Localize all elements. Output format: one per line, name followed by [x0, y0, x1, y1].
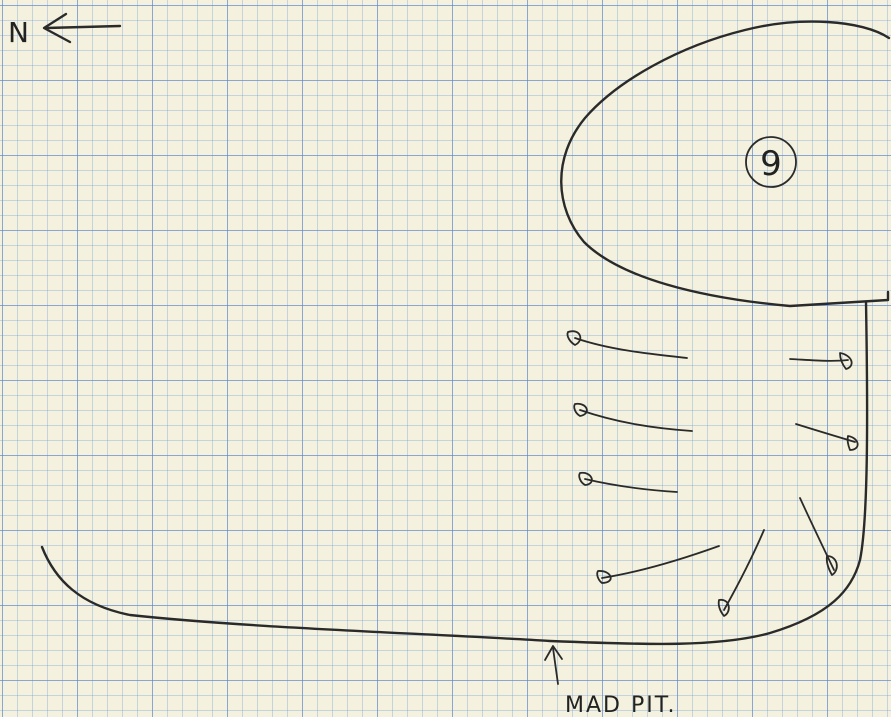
- hachure-mark: [602, 546, 719, 578]
- hachure-mark: [724, 530, 764, 610]
- hachure-mark: [790, 359, 848, 361]
- pit-label-arrow: [545, 646, 562, 684]
- feature-number-label: 9: [760, 144, 782, 184]
- slope-hachures-left: [567, 331, 719, 583]
- north-marker: N: [8, 14, 120, 49]
- hachure-mark: [848, 436, 858, 450]
- hachure-mark: [719, 600, 729, 616]
- pit-outline: [42, 302, 867, 644]
- hachure-mark: [800, 498, 834, 570]
- hachure-mark: [567, 331, 580, 345]
- arrow-left-icon: [44, 14, 120, 42]
- pit-label: MAD PIT.: [565, 693, 677, 717]
- slope-hachures-right: [719, 353, 858, 616]
- hachure-mark: [796, 424, 855, 442]
- hachure-mark: [580, 410, 692, 431]
- feature-number-marker: 9: [746, 137, 796, 187]
- hachure-mark: [575, 338, 687, 358]
- oval-feature-outline: [561, 22, 889, 306]
- hachure-mark: [585, 479, 677, 492]
- north-label: N: [8, 16, 29, 49]
